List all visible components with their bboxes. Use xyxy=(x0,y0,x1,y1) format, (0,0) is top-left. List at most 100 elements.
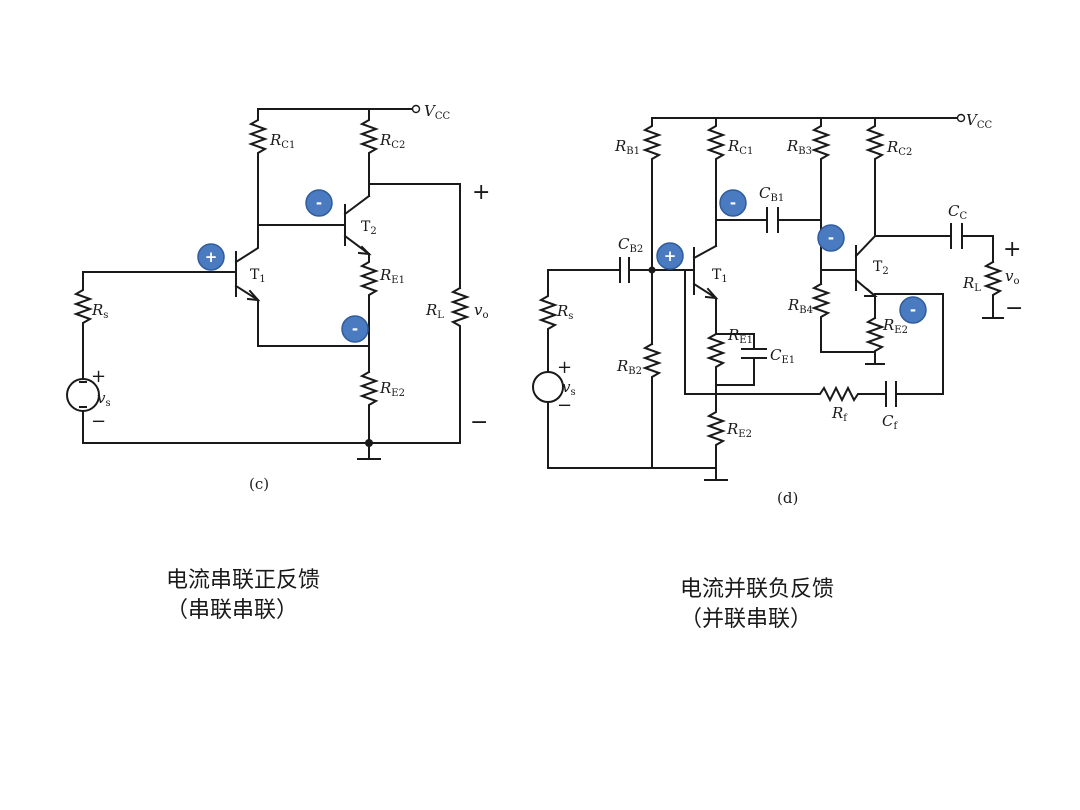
label-cc-d: C xyxy=(948,202,960,220)
label-re1-c-sub: E1 xyxy=(391,275,405,286)
label-re2-c: R xyxy=(379,379,391,397)
label-rs-c-sub: s xyxy=(103,310,108,321)
polarity-marker-minus: - xyxy=(341,315,369,343)
label-rb3-d: R xyxy=(786,137,798,155)
label-t1-d-sub: 1 xyxy=(721,274,727,285)
label-rb2-d: R xyxy=(616,357,628,375)
svg-text:-: - xyxy=(910,301,916,319)
label-rb4-d-sub: B4 xyxy=(799,305,813,316)
label-rl-c: R xyxy=(425,301,437,319)
svg-text:RB3: RB3 xyxy=(786,137,812,157)
caption-c-line2: （串联串联） xyxy=(166,598,299,623)
svg-text:Rs: Rs xyxy=(556,302,573,322)
label-vcc-c-sub: CC xyxy=(435,111,451,122)
svg-text:-: - xyxy=(352,320,358,338)
label-minus-out-c: − xyxy=(470,410,488,435)
label-rc1-d-sub: C1 xyxy=(739,146,753,157)
polarity-marker-plus: + xyxy=(656,242,684,270)
label-vs-d-sub: s xyxy=(570,387,575,398)
caption-d-line1: 电流并联负反馈 xyxy=(680,577,835,602)
svg-text:Rs: Rs xyxy=(91,301,108,321)
label-minus-out-d: − xyxy=(1005,296,1023,321)
svg-text:T1: T1 xyxy=(250,267,266,285)
label-rc2-c-sub: C2 xyxy=(391,140,405,151)
circuit-diagrams: VCC RC1 RC2 T2 T1 RE1 RE2 Rs RL vo vs + … xyxy=(66,102,1023,507)
label-plus-out-d: + xyxy=(1003,237,1021,262)
svg-text:T2: T2 xyxy=(873,259,889,277)
svg-text:VCC: VCC xyxy=(424,102,450,122)
label-re1-c: R xyxy=(379,266,391,284)
label-rf-d-sub: f xyxy=(843,413,848,424)
svg-text:CE1: CE1 xyxy=(770,346,795,366)
label-re1-d-sub: E1 xyxy=(739,335,753,346)
label-rl-d-sub: L xyxy=(974,283,981,294)
figure-label-d: (d) xyxy=(777,489,798,507)
polarity-marker-plus: + xyxy=(197,243,225,271)
label-rb4-d: R xyxy=(787,296,799,314)
svg-text:vs: vs xyxy=(562,378,576,398)
svg-text:vo: vo xyxy=(474,301,489,321)
polarity-marker-minus: - xyxy=(899,296,927,324)
caption-c: 电流串联正反馈 （串联串联） xyxy=(166,566,320,626)
label-cf-d: C xyxy=(882,412,894,430)
label-vs-c: v xyxy=(97,389,106,407)
label-re2-d: R xyxy=(882,316,894,334)
label-rb3-d-sub: B3 xyxy=(798,146,812,157)
label-re3-d: R xyxy=(726,420,738,438)
label-rc1-c-sub: C1 xyxy=(281,140,295,151)
label-t1-c-sub: 1 xyxy=(259,274,265,285)
label-cf-d-sub: f xyxy=(893,421,898,432)
label-re2-d-sub: E2 xyxy=(894,325,908,336)
label-rc2-c: R xyxy=(379,131,391,149)
label-rc1-d: R xyxy=(727,137,739,155)
label-plus-src-c: + xyxy=(91,366,106,387)
svg-text:CB1: CB1 xyxy=(759,184,784,204)
label-rb2-d-sub: B2 xyxy=(628,366,642,377)
label-plus-src-d: + xyxy=(557,357,572,378)
polarity-marker-minus: - xyxy=(719,189,747,217)
svg-text:T1: T1 xyxy=(712,267,728,285)
label-vcc-c: V xyxy=(424,102,437,120)
svg-text:Rf: Rf xyxy=(831,404,848,424)
polarity-marker-minus: - xyxy=(817,224,845,252)
caption-c-line1: 电流串联正反馈 xyxy=(166,568,321,593)
svg-text:RE2: RE2 xyxy=(379,379,405,399)
figure-label-c: (c) xyxy=(249,475,269,493)
svg-text:RE2: RE2 xyxy=(882,316,908,336)
label-rc2-d: R xyxy=(886,138,898,156)
svg-text:RE1: RE1 xyxy=(379,266,405,286)
label-re2-c-sub: E2 xyxy=(391,388,405,399)
label-ce1-d-sub: E1 xyxy=(781,355,795,366)
caption-d: 电流并联负反馈 （并联串联） xyxy=(680,575,834,635)
label-cb1-d: C xyxy=(759,184,771,202)
label-rb1-d-sub: B1 xyxy=(626,146,640,157)
circuit-d: VCC RB1 RC1 RB3 RC2 CB1 CC CB2 T1 T2 RL … xyxy=(532,111,1023,507)
svg-text:RB4: RB4 xyxy=(787,296,813,316)
svg-text:RB2: RB2 xyxy=(616,357,642,377)
label-vs-c-sub: s xyxy=(105,398,110,409)
label-rc1-c: R xyxy=(269,131,281,149)
svg-text:CB2: CB2 xyxy=(618,235,643,255)
svg-text:T2: T2 xyxy=(361,219,377,237)
label-t2-d: T xyxy=(873,259,883,275)
svg-text:vo: vo xyxy=(1005,267,1020,287)
svg-text:vs: vs xyxy=(97,389,111,409)
label-cb2-d: C xyxy=(618,235,630,253)
svg-text:+: + xyxy=(664,247,677,265)
label-vo-d: v xyxy=(1005,267,1014,285)
label-rb1-d: R xyxy=(614,137,626,155)
label-rl-c-sub: L xyxy=(437,310,444,321)
svg-text:-: - xyxy=(730,194,736,212)
svg-text:+: + xyxy=(205,248,218,266)
label-rs-d: R xyxy=(556,302,568,320)
label-t1-d: T xyxy=(712,267,722,283)
svg-text:-: - xyxy=(316,194,322,212)
svg-text:RC2: RC2 xyxy=(379,131,405,151)
label-cb2-d-sub: B2 xyxy=(629,244,643,255)
label-cc-d-sub: C xyxy=(959,211,967,222)
label-vcc-d-sub: CC xyxy=(977,120,993,131)
label-t1-c: T xyxy=(250,267,260,283)
label-rs-c: R xyxy=(91,301,103,319)
label-vs-d: v xyxy=(562,378,571,396)
svg-text:CC: CC xyxy=(948,202,967,222)
